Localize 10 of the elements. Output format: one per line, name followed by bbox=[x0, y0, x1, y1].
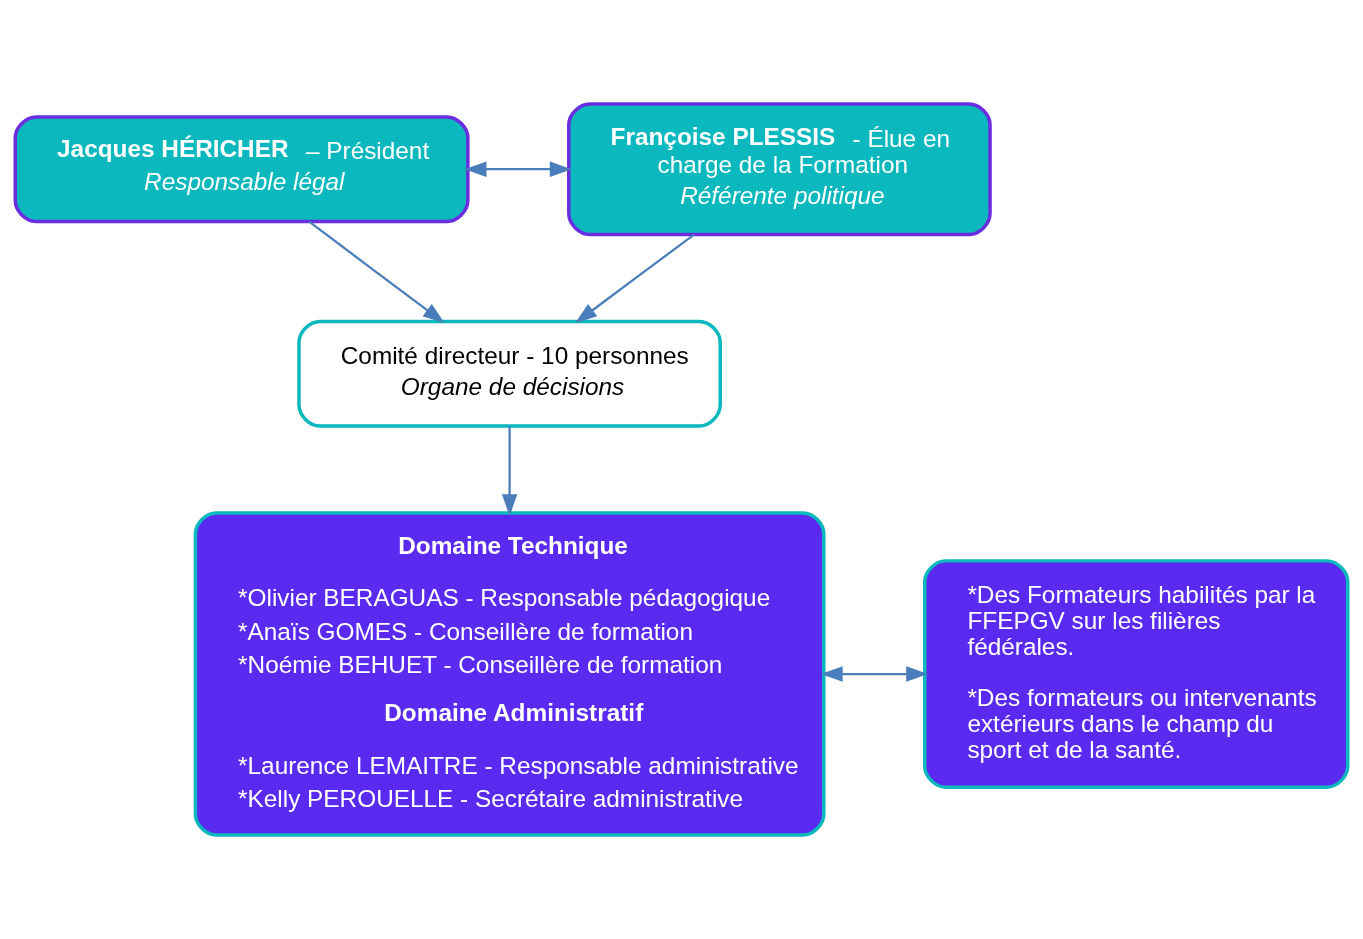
node-box: Domaine Technique *Olivier BERAGUAS - Responsable pédagogique *Anaïs GOMES - Conseillère de formation *Noémie BEHUET - Conseillère de formation Domaine Administratif *Laurence LEMAITRE - Responsable administrative *Kelly PEROUELLE - Secrétaire administrative bbox=[193, 511, 826, 837]
arrow bbox=[575, 233, 695, 324]
arrow bbox=[308, 220, 445, 324]
node-box: Comité directeur - 10 personnes Organe de décisions bbox=[297, 319, 722, 428]
arrow bbox=[820, 666, 929, 682]
arrow bbox=[464, 161, 572, 177]
node-box: Françoise PLESSIS - Élue en charge de la Formation Référente politique bbox=[567, 102, 992, 237]
node-box: *Des Formateurs habilités par la FFEPGV sur les filières fédérales. *Des formateurs ou intervenants extérieurs dans le champ du sport et de la santé. bbox=[923, 559, 1350, 789]
arrow bbox=[501, 426, 518, 517]
node-box: Jacques HÉRICHER – Président Responsable légal bbox=[13, 115, 470, 224]
